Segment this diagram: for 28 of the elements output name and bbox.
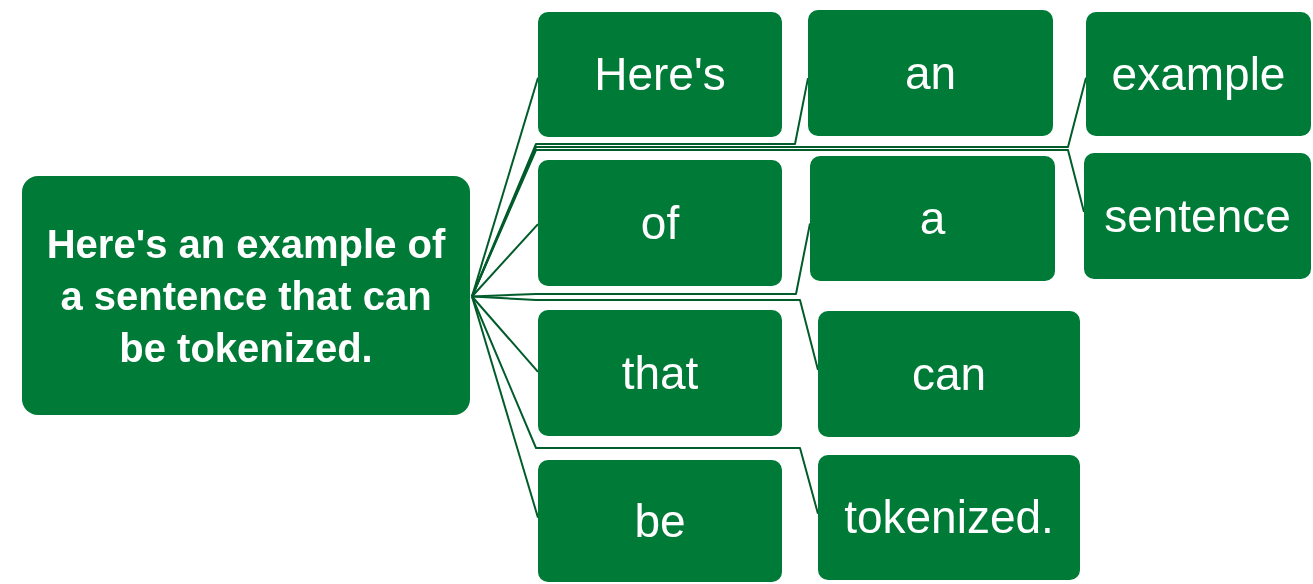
token-text: can [911,348,987,400]
token-box [538,460,782,582]
sentence-text: Here's an example of a sentence that can be tokenized. [45,220,447,372]
token-text: Here's [594,49,726,100]
token-text: that [621,347,699,399]
token-text: an [904,47,957,99]
token-box [538,310,782,436]
token-text: tokenized. [844,492,1054,543]
connector-line [471,222,811,298]
token-box [538,160,782,286]
token-text: example [1111,48,1286,100]
token-box [818,455,1080,580]
token-box [808,10,1053,136]
connector-line [471,223,539,298]
connector-line [471,295,539,373]
token-box [810,156,1055,281]
connector-line [471,295,819,515]
sentence-box [22,176,470,415]
token-text: a [919,193,946,244]
token-text: of [640,197,680,249]
token-box [538,12,782,137]
token-box [1084,153,1311,279]
token-box [1086,12,1311,136]
connector-line [471,149,1085,298]
connector-line [471,295,819,372]
token-text: sentence [1104,190,1291,242]
token-text: be [634,495,686,547]
token-box [818,311,1080,437]
